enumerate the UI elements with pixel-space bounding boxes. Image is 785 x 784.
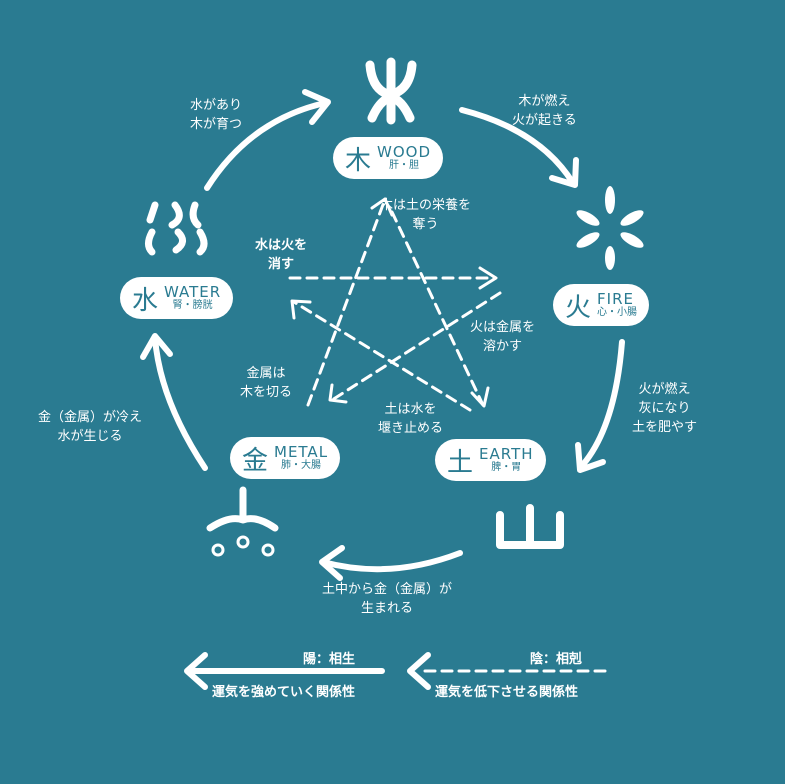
arrow-wood-earth — [390, 210, 485, 407]
label-water-fire: 水は火を消す — [255, 238, 308, 272]
arrow-metal-wood — [306, 200, 386, 407]
label-earth-water: 土は水を堰き止める — [378, 402, 444, 436]
arrow-metal-water — [152, 335, 208, 471]
label-wood-earth: 木は土の栄養を奪う — [380, 198, 472, 232]
legend-yang-desc: 運気を強めていく関係性 — [212, 685, 356, 700]
arrow-earth-water — [292, 300, 472, 412]
legend-yang-title: 陽：相生 — [303, 652, 356, 667]
legend-yin-desc: 運気を低下させる関係性 — [435, 685, 579, 700]
label-metal-water: 金（金属）が冷え水が生じる — [38, 410, 143, 444]
water-symbol-icon — [145, 201, 208, 256]
arrow-fire-metal — [330, 291, 502, 402]
label-water-wood: 水があり木が育つ — [190, 98, 243, 132]
label-fire-metal: 火は金属を溶かす — [470, 320, 536, 354]
controlling-arrows — [288, 200, 607, 673]
label-metal-wood: 金属は木を切る — [240, 366, 293, 400]
fire-symbol-icon — [576, 186, 644, 270]
legend-yin-arrowhead — [407, 652, 431, 690]
metal-symbol-icon — [206, 486, 279, 557]
legend-yang-arrow — [184, 652, 385, 690]
legend-yin-title: 陰：相剋 — [530, 652, 583, 667]
label-earth-metal: 土中から金（金属）が生まれる — [322, 582, 453, 616]
wood-symbol-icon — [365, 57, 417, 125]
arrow-earth-metal — [320, 550, 463, 573]
earth-symbol-icon — [496, 504, 564, 549]
generating-arrows — [140, 89, 625, 690]
arrow-fire-earth — [577, 339, 625, 471]
arrow-water-wood — [204, 100, 328, 191]
label-fire-earth: 火が燃え灰になり土を肥やす — [632, 382, 698, 435]
arrow-wood-fire — [459, 107, 576, 186]
label-wood-fire: 木が燃え火が起きる — [512, 94, 577, 128]
